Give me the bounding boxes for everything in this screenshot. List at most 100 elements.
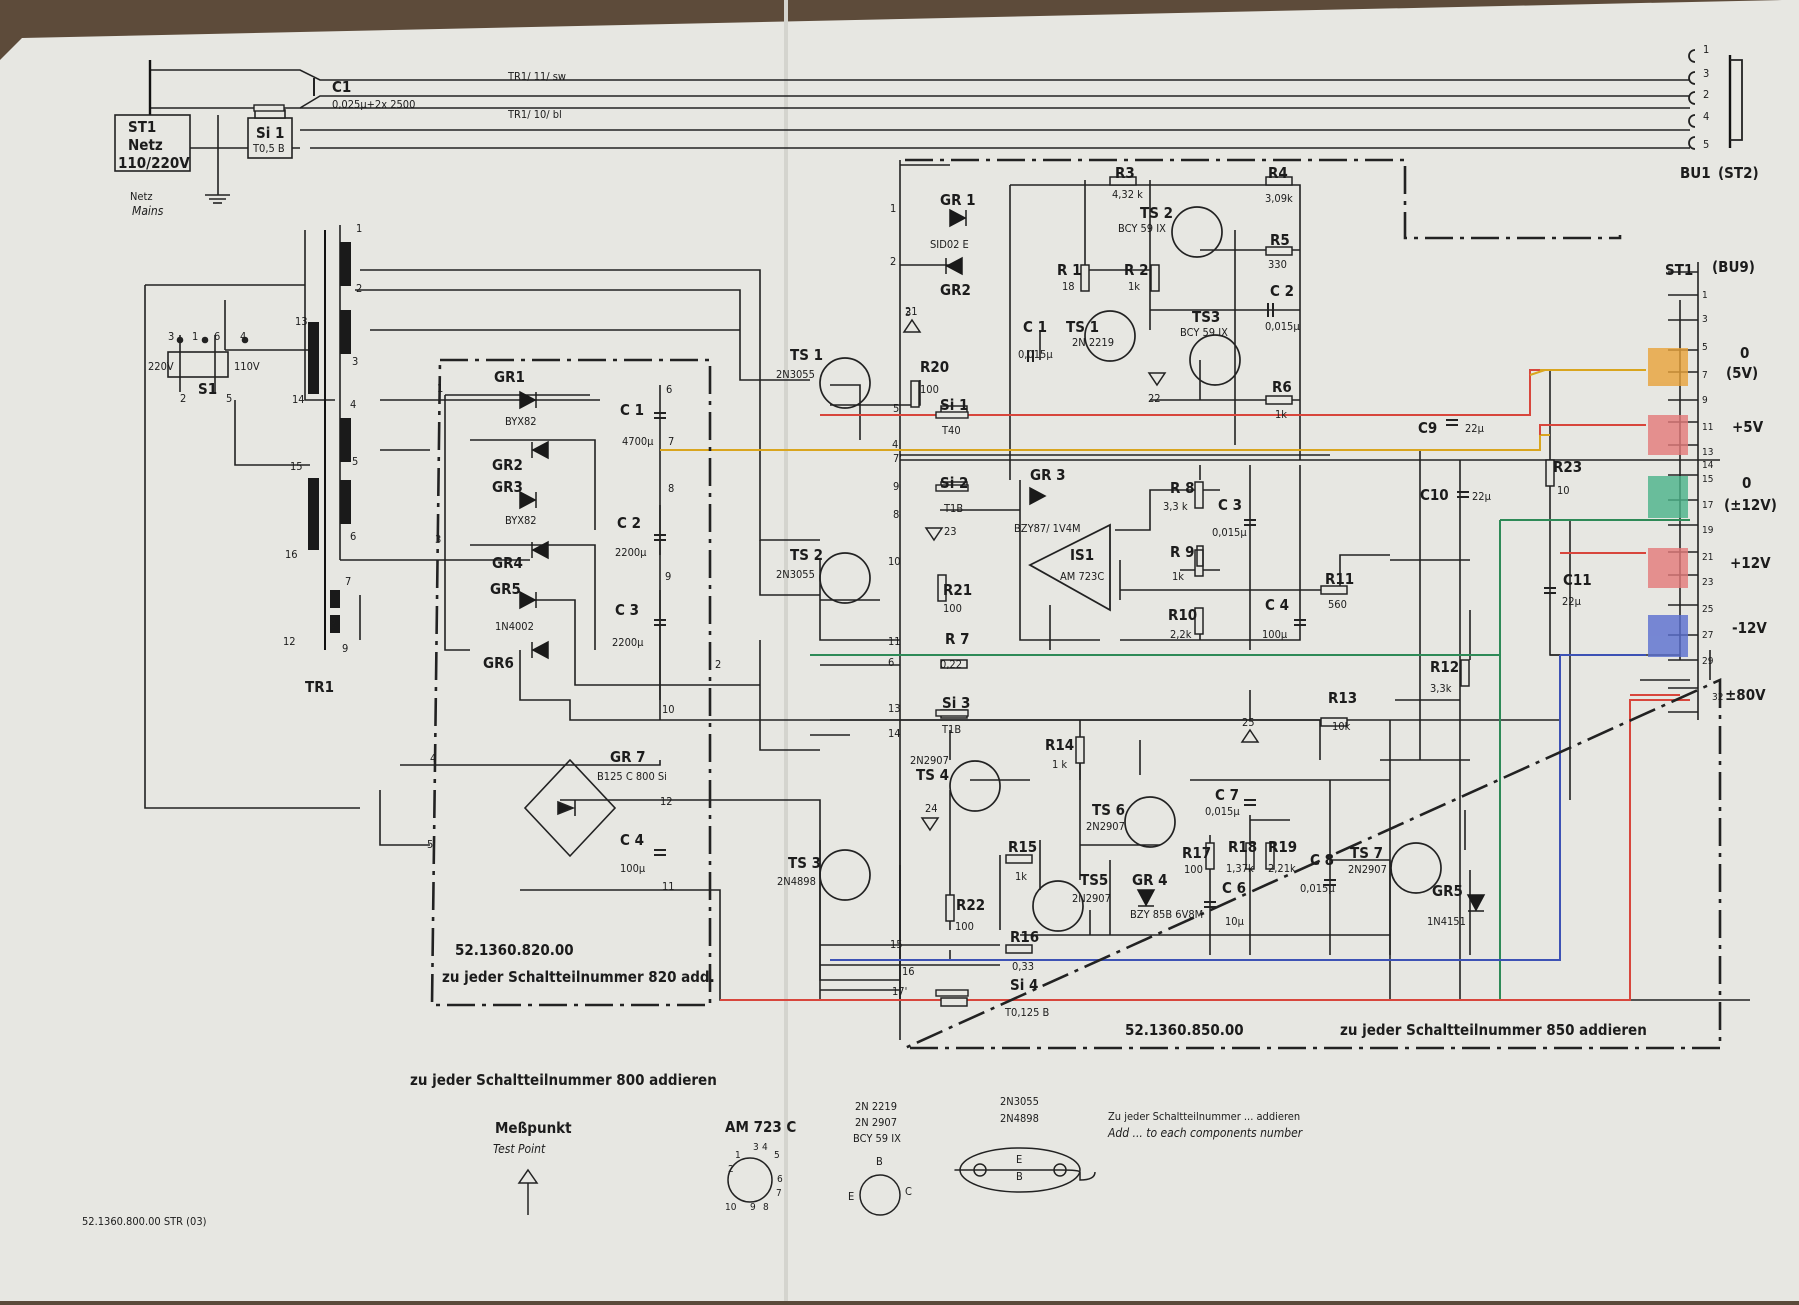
svg-text:22µ: 22µ <box>1465 422 1485 435</box>
svg-text:C10: C10 <box>1420 486 1449 504</box>
switch-s1[interactable] <box>167 335 249 392</box>
svg-text:T40: T40 <box>941 424 961 437</box>
plug-voltage: 110/220V <box>118 154 190 172</box>
svg-text:1: 1 <box>356 222 362 235</box>
svg-text:BCY 59 IX: BCY 59 IX <box>853 1132 901 1145</box>
svg-text:TS 2: TS 2 <box>1140 204 1173 222</box>
svg-text:2: 2 <box>180 392 186 405</box>
rail-0-5v: (5V) <box>1726 364 1758 382</box>
svg-text:E: E <box>1016 1153 1022 1166</box>
svg-text:5: 5 <box>893 402 899 415</box>
svg-text:2N 2907: 2N 2907 <box>855 1116 897 1129</box>
svg-text:R11: R11 <box>1325 570 1354 588</box>
svg-text:6: 6 <box>777 1174 783 1185</box>
svg-text:14: 14 <box>1702 460 1714 471</box>
svg-text:4,32 k: 4,32 k <box>1112 188 1143 201</box>
legend-mp: Meßpunkt <box>495 1119 572 1137</box>
svg-text:C 2: C 2 <box>1270 282 1294 300</box>
svg-text:7: 7 <box>345 575 351 588</box>
colored-wires <box>660 369 1690 1001</box>
capacitors <box>313 78 1556 908</box>
switch-ref: S1 <box>198 380 217 398</box>
svg-text:R19: R19 <box>1268 838 1297 856</box>
svg-text:15: 15 <box>1702 474 1713 485</box>
svg-text:14: 14 <box>292 393 305 406</box>
bridge-rectifier-gr7 <box>523 758 617 858</box>
svg-text:23: 23 <box>944 525 957 538</box>
svg-text:2N 2219: 2N 2219 <box>1072 336 1114 349</box>
svg-text:11: 11 <box>888 635 901 648</box>
svg-text:4700µ: 4700µ <box>622 435 654 448</box>
svg-text:100: 100 <box>1184 863 1203 876</box>
svg-text:13: 13 <box>295 315 308 328</box>
svg-text:C 6: C 6 <box>1222 879 1246 897</box>
package-legend <box>727 1147 1096 1216</box>
svg-text:3,3k: 3,3k <box>1430 682 1452 695</box>
svg-text:R5: R5 <box>1270 231 1290 249</box>
svg-text:9: 9 <box>893 480 899 493</box>
svg-text:R 8: R 8 <box>1170 479 1194 497</box>
svg-text:0,015µ: 0,015µ <box>1300 882 1335 895</box>
svg-text:C 4: C 4 <box>620 831 644 849</box>
svg-text:1k: 1k <box>1128 280 1140 293</box>
svg-text:4: 4 <box>350 398 356 411</box>
fuse-ref: Si 1 <box>256 124 284 142</box>
svg-text:R20: R20 <box>920 358 949 376</box>
svg-text:1: 1 <box>735 1150 741 1161</box>
svg-text:R 7: R 7 <box>945 630 969 648</box>
svg-text:100µ: 100µ <box>620 862 646 875</box>
diode-icon <box>531 640 549 660</box>
svg-text:10µ: 10µ <box>1225 915 1245 928</box>
svg-text:9: 9 <box>665 570 671 583</box>
fuses <box>253 104 969 997</box>
svg-text:6: 6 <box>214 330 220 343</box>
transistor-ts2-power <box>819 552 871 604</box>
svg-text:18: 18 <box>1062 280 1075 293</box>
svg-text:0,015µ: 0,015µ <box>1265 320 1300 333</box>
svg-text:GR5: GR5 <box>490 580 521 598</box>
diode-icon <box>1466 894 1486 912</box>
svg-text:4: 4 <box>892 438 898 451</box>
svg-text:5: 5 <box>226 392 232 405</box>
section-850-number: 52.1360.850.00 <box>1125 1021 1244 1039</box>
transistor-ts1-small <box>1084 310 1136 362</box>
doc-number: 52.1360.800.00 STR (03) <box>82 1215 207 1228</box>
svg-text:8: 8 <box>763 1202 769 1213</box>
svg-text:1k: 1k <box>1275 408 1287 421</box>
transistor-ts7 <box>1390 842 1442 894</box>
svg-text:3: 3 <box>1703 67 1709 80</box>
svg-text:2: 2 <box>890 255 896 268</box>
svg-text:4: 4 <box>430 752 436 765</box>
svg-text:TS 3: TS 3 <box>788 854 821 872</box>
svg-text:1N4002: 1N4002 <box>495 620 534 633</box>
svg-text:TS 4: TS 4 <box>916 766 949 784</box>
svg-text:R3: R3 <box>1115 164 1135 182</box>
legend-add-en: Add ... to each components number <box>1107 1126 1303 1140</box>
svg-text:R21: R21 <box>943 581 972 599</box>
st1-wires <box>1500 369 1680 696</box>
svg-text:3: 3 <box>352 355 358 368</box>
svg-text:AM 723C: AM 723C <box>1060 570 1104 583</box>
svg-text:3,3 k: 3,3 k <box>1163 500 1188 513</box>
tr1-sw: TR1/ 11/ sw <box>507 70 566 83</box>
transistor-ts1-power <box>819 357 871 409</box>
svg-text:IS1: IS1 <box>1070 546 1094 564</box>
svg-text:GR5: GR5 <box>1432 882 1463 900</box>
svg-text:1N4151: 1N4151 <box>1427 915 1466 928</box>
svg-text:9: 9 <box>750 1202 756 1213</box>
svg-text:E: E <box>848 1190 854 1203</box>
wires <box>144 69 1750 1040</box>
ground-icon <box>205 194 230 204</box>
section-820-note: zu jeder Schaltteilnummer 820 add. <box>442 968 715 986</box>
svg-text:10: 10 <box>1557 484 1570 497</box>
svg-text:23: 23 <box>1702 577 1713 588</box>
svg-text:12: 12 <box>660 795 673 808</box>
st1-ref: ST1 <box>1665 261 1693 279</box>
svg-text:9: 9 <box>342 642 348 655</box>
test-point-icon <box>924 527 944 542</box>
svg-text:21: 21 <box>1702 552 1713 563</box>
svg-text:5: 5 <box>1703 138 1709 151</box>
svg-text:0,015µ: 0,015µ <box>1018 348 1053 361</box>
svg-text:3: 3 <box>905 306 911 319</box>
